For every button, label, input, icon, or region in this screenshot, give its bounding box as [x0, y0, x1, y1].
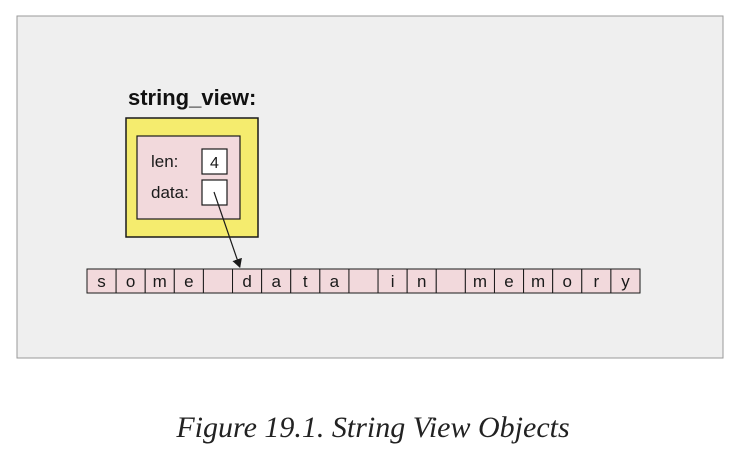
- memory-cell-box: [348, 268, 379, 294]
- memory-cell-box: [581, 268, 612, 294]
- memory-cell-char: e: [184, 272, 193, 291]
- memory-cell: [202, 268, 234, 294]
- memory-cell-char: a: [271, 272, 281, 291]
- memory-cell-box: [232, 268, 263, 294]
- memory-cell-char: m: [531, 272, 545, 291]
- object-title: string_view:: [128, 85, 256, 110]
- len-value-box: [201, 148, 228, 175]
- memory-cell: o: [552, 268, 583, 294]
- memory-cell-char: a: [330, 272, 340, 291]
- memory-cell-char: d: [242, 272, 251, 291]
- memory-cell-char: o: [126, 272, 135, 291]
- memory-cell: r: [581, 268, 612, 294]
- memory-cell-char: t: [303, 272, 308, 291]
- memory-cell-box: [552, 268, 583, 294]
- memory-cell: a: [261, 268, 292, 294]
- memory-cell-box: [261, 268, 292, 294]
- memory-cell-box: [493, 268, 525, 294]
- len-value: 4: [210, 155, 219, 172]
- memory-cell-box: [290, 268, 321, 294]
- memory-cell-char: n: [417, 272, 426, 291]
- memory-cell-box: [435, 268, 466, 294]
- len-label: len:: [151, 152, 178, 171]
- memory-cell: a: [319, 268, 350, 294]
- data-label: data:: [151, 183, 189, 202]
- memory-cell: d: [232, 268, 263, 294]
- string-view-object: len: 4 data:: [125, 117, 259, 238]
- memory-cell-box: [610, 268, 641, 294]
- memory-cell-box: [202, 268, 234, 294]
- memory-cell: e: [173, 268, 204, 294]
- memory-cell: i: [377, 268, 408, 294]
- figure-caption: Figure 19.1. String View Objects: [176, 411, 570, 444]
- memory-cell-char: o: [563, 272, 572, 291]
- memory-cell: y: [610, 268, 641, 294]
- diagram-background: [16, 15, 724, 359]
- memory-cell: o: [115, 268, 146, 294]
- memory-cell-char: i: [391, 272, 395, 291]
- memory-cell-box: [464, 268, 495, 294]
- memory-cell: s: [86, 268, 117, 294]
- memory-cell-char: r: [594, 272, 600, 291]
- memory-cell: [435, 268, 466, 294]
- memory-cell: m: [464, 268, 495, 294]
- memory-cell-char: s: [97, 272, 106, 291]
- memory-cell: m: [523, 268, 554, 294]
- memory-cell-char: e: [504, 272, 513, 291]
- memory-cell: [348, 268, 379, 294]
- memory-cell: t: [290, 268, 321, 294]
- memory-cell-char: y: [621, 272, 630, 291]
- memory-cell-char: m: [473, 272, 487, 291]
- memory-cell-char: m: [153, 272, 167, 291]
- memory-cell: m: [144, 268, 175, 294]
- memory-cell: e: [493, 268, 525, 294]
- data-pointer-arrow: [213, 191, 242, 268]
- memory-cell: n: [406, 268, 437, 294]
- memory-cell-box: [406, 268, 437, 294]
- memory-cell-box: [523, 268, 554, 294]
